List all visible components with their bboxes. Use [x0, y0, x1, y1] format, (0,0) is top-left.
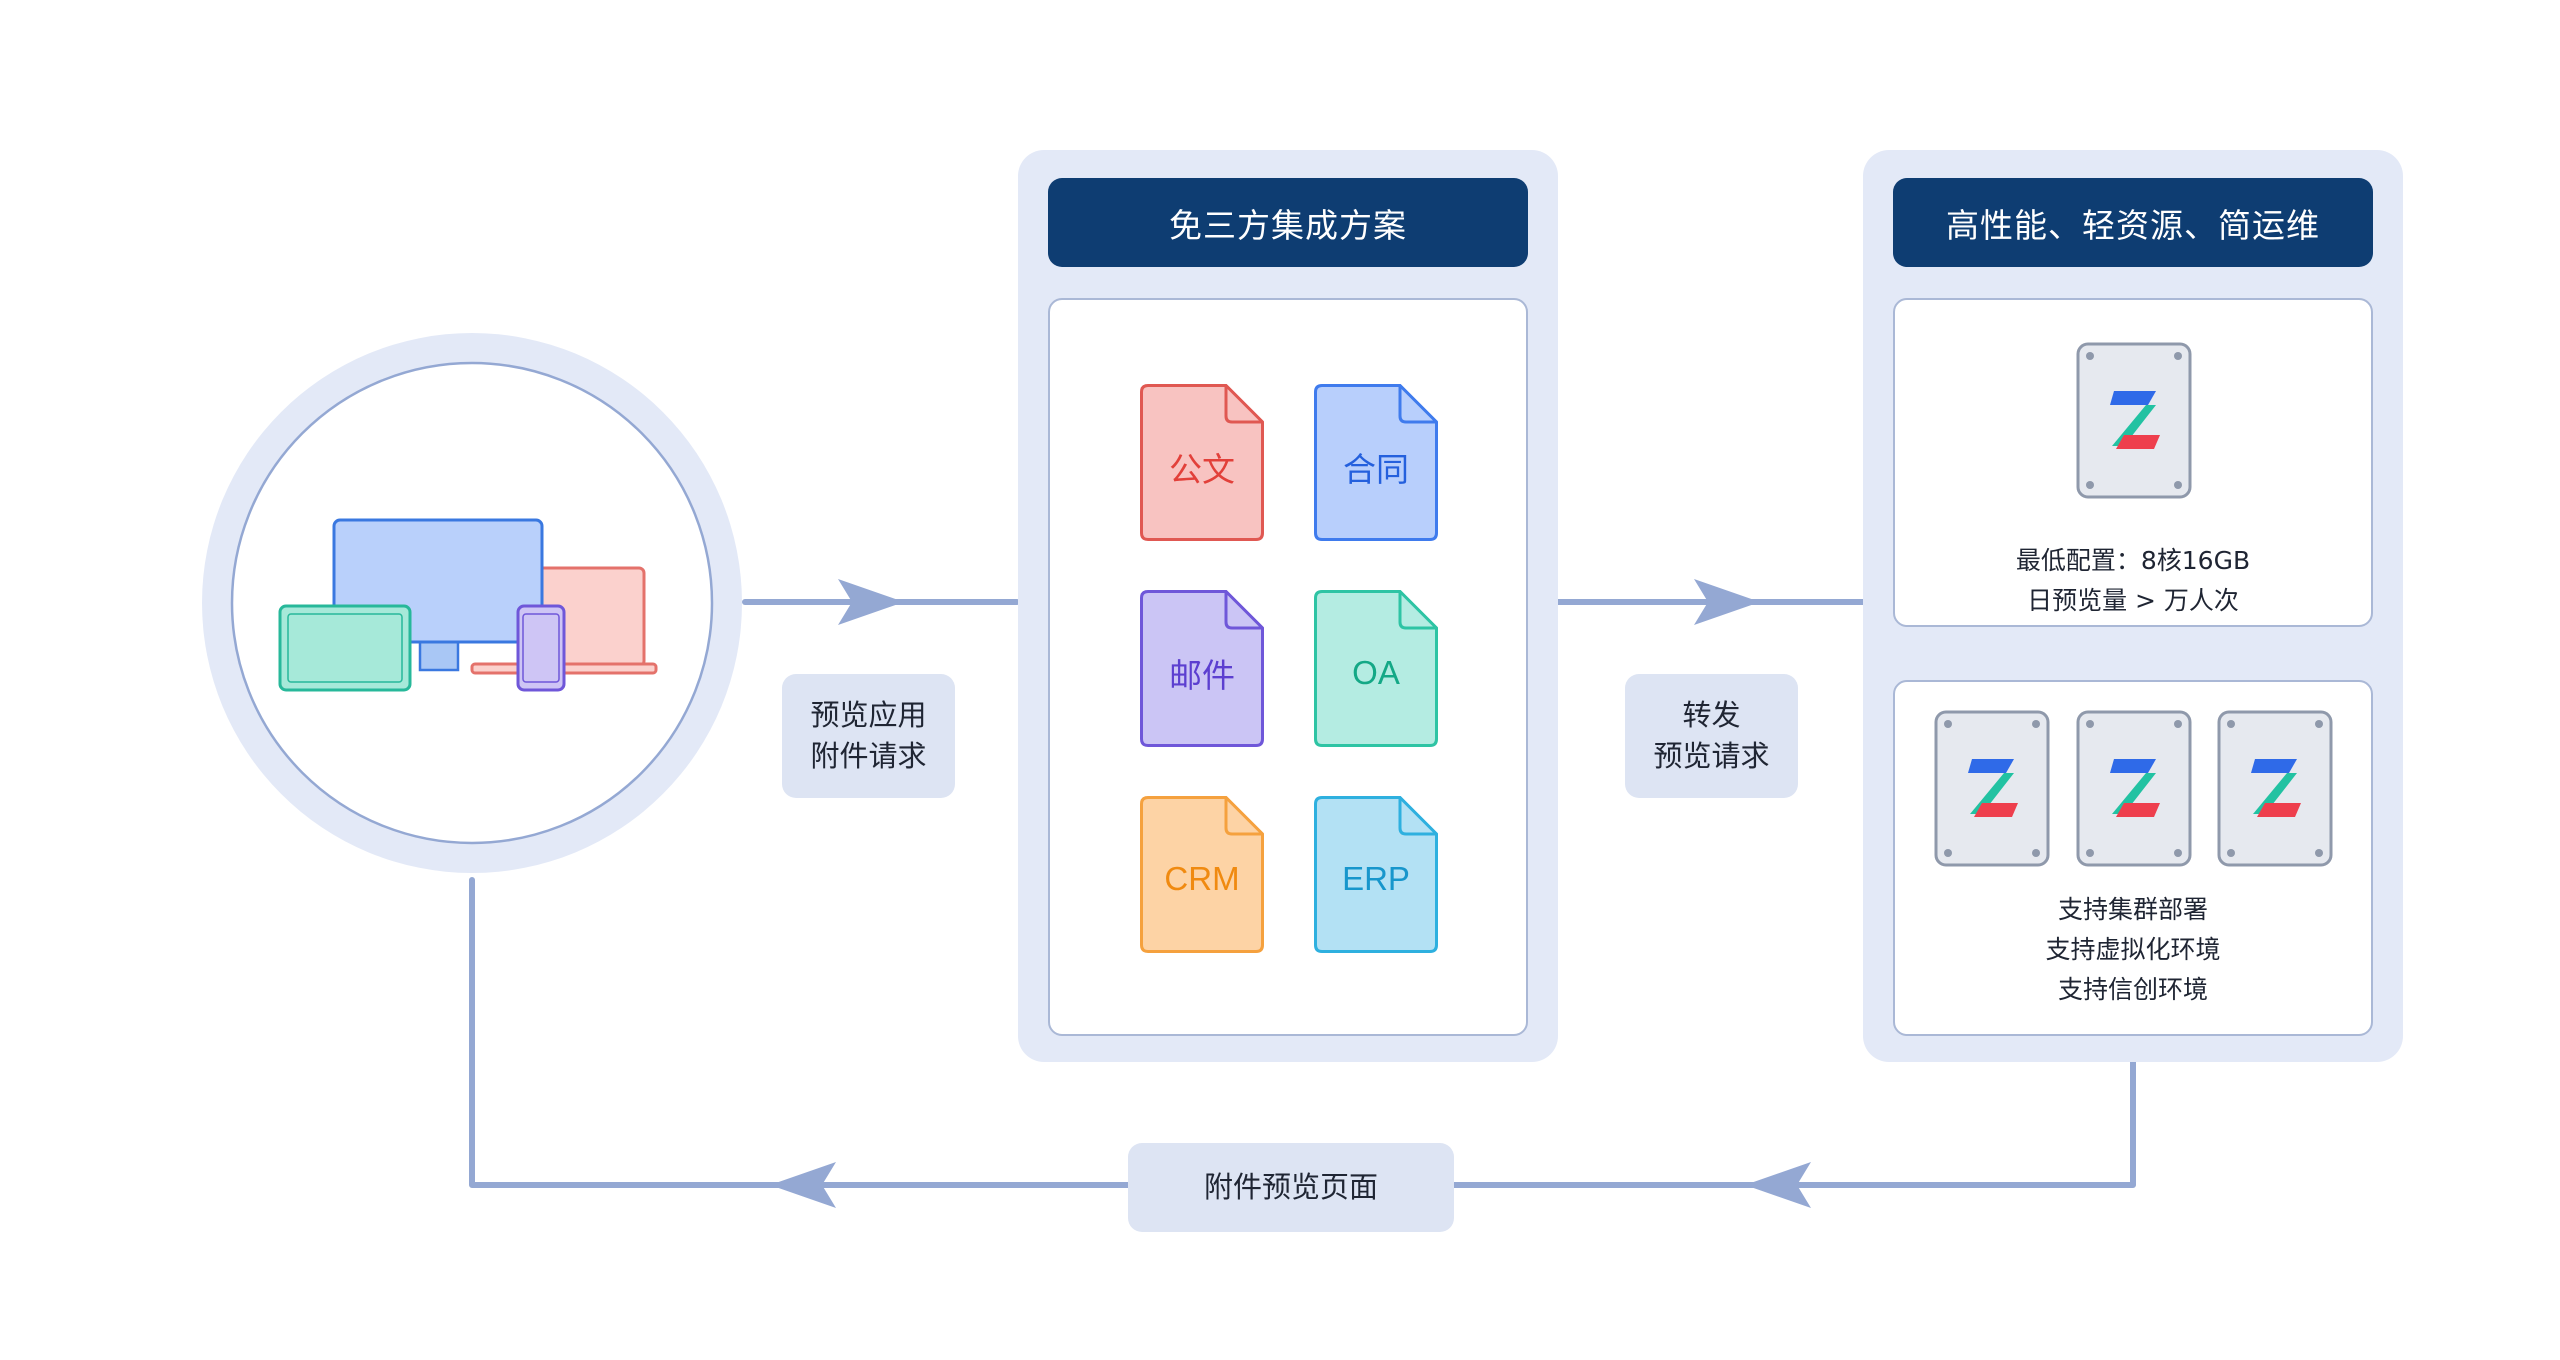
- document-label: ERP: [1342, 859, 1410, 897]
- document-icon-3: 邮件: [1140, 590, 1264, 747]
- server-icon: [2076, 342, 2192, 499]
- document-icon-6: ERP: [1314, 796, 1438, 953]
- document-label: OA: [1352, 653, 1400, 691]
- return-arrowhead-right: [1745, 1162, 1811, 1208]
- request-label: 预览应用 附件请求: [782, 674, 955, 798]
- gateway-panel: 免三方集成方案 公文 合同 邮件 OA CRM ERP: [1018, 150, 1558, 1062]
- forward-label-line-1: 转发: [1682, 698, 1741, 732]
- response-label: 附件预览页面: [1128, 1143, 1454, 1232]
- phone-icon: [516, 604, 566, 692]
- document-label: 公文: [1169, 450, 1235, 488]
- single-server-box: 最低配置：8核16GB 日预览量 > 万人次: [1893, 298, 2373, 627]
- cluster-server-icon-1: [1934, 710, 2050, 867]
- document-label: CRM: [1164, 859, 1240, 897]
- forward-label: 转发 预览请求: [1625, 674, 1798, 798]
- document-icon-4: OA: [1314, 590, 1438, 747]
- document-label: 合同: [1343, 450, 1409, 488]
- cluster-deploy-text: 支持集群部署: [2057, 895, 2208, 924]
- devices-illustration: [278, 518, 658, 692]
- cluster-box: 支持集群部署 支持虚拟化环境 支持信创环境: [1893, 680, 2373, 1036]
- document-icon-2: 合同: [1314, 384, 1438, 541]
- cluster-server-icon-3: [2217, 710, 2333, 867]
- tablet-icon: [278, 604, 412, 692]
- response-label-text: 附件预览页面: [1203, 1170, 1378, 1204]
- single-server-caption: 最低配置：8核16GB 日预览量 > 万人次: [1895, 541, 2371, 621]
- forward-arrowhead: [1694, 579, 1760, 625]
- min-config-text: 最低配置：8核16GB: [2015, 546, 2251, 575]
- cluster-server-icon-2: [2076, 710, 2192, 867]
- daily-preview-text: 日预览量 > 万人次: [2027, 586, 2239, 615]
- request-label-line-2: 附件请求: [810, 739, 927, 773]
- gateway-title: 免三方集成方案: [1048, 178, 1528, 267]
- request-arrowhead: [838, 579, 904, 625]
- document-types-box: 公文 合同 邮件 OA CRM ERP: [1048, 298, 1528, 1036]
- document-icon-1: 公文: [1140, 384, 1264, 541]
- request-label-line-1: 预览应用: [810, 698, 927, 732]
- service-panel: 高性能、轻资源、简运维 最低配置：8核16GB 日预览量 > 万人次: [1863, 150, 2403, 1062]
- return-arrowhead-left: [770, 1162, 836, 1208]
- cluster-caption: 支持集群部署 支持虚拟化环境 支持信创环境: [1895, 890, 2371, 1010]
- document-label: 邮件: [1169, 656, 1235, 694]
- xinchuang-text: 支持信创环境: [2057, 975, 2208, 1004]
- virtualization-text: 支持虚拟化环境: [2045, 935, 2221, 964]
- forward-label-line-2: 预览请求: [1653, 739, 1770, 773]
- document-icon-5: CRM: [1140, 796, 1264, 953]
- service-title: 高性能、轻资源、简运维: [1893, 178, 2373, 267]
